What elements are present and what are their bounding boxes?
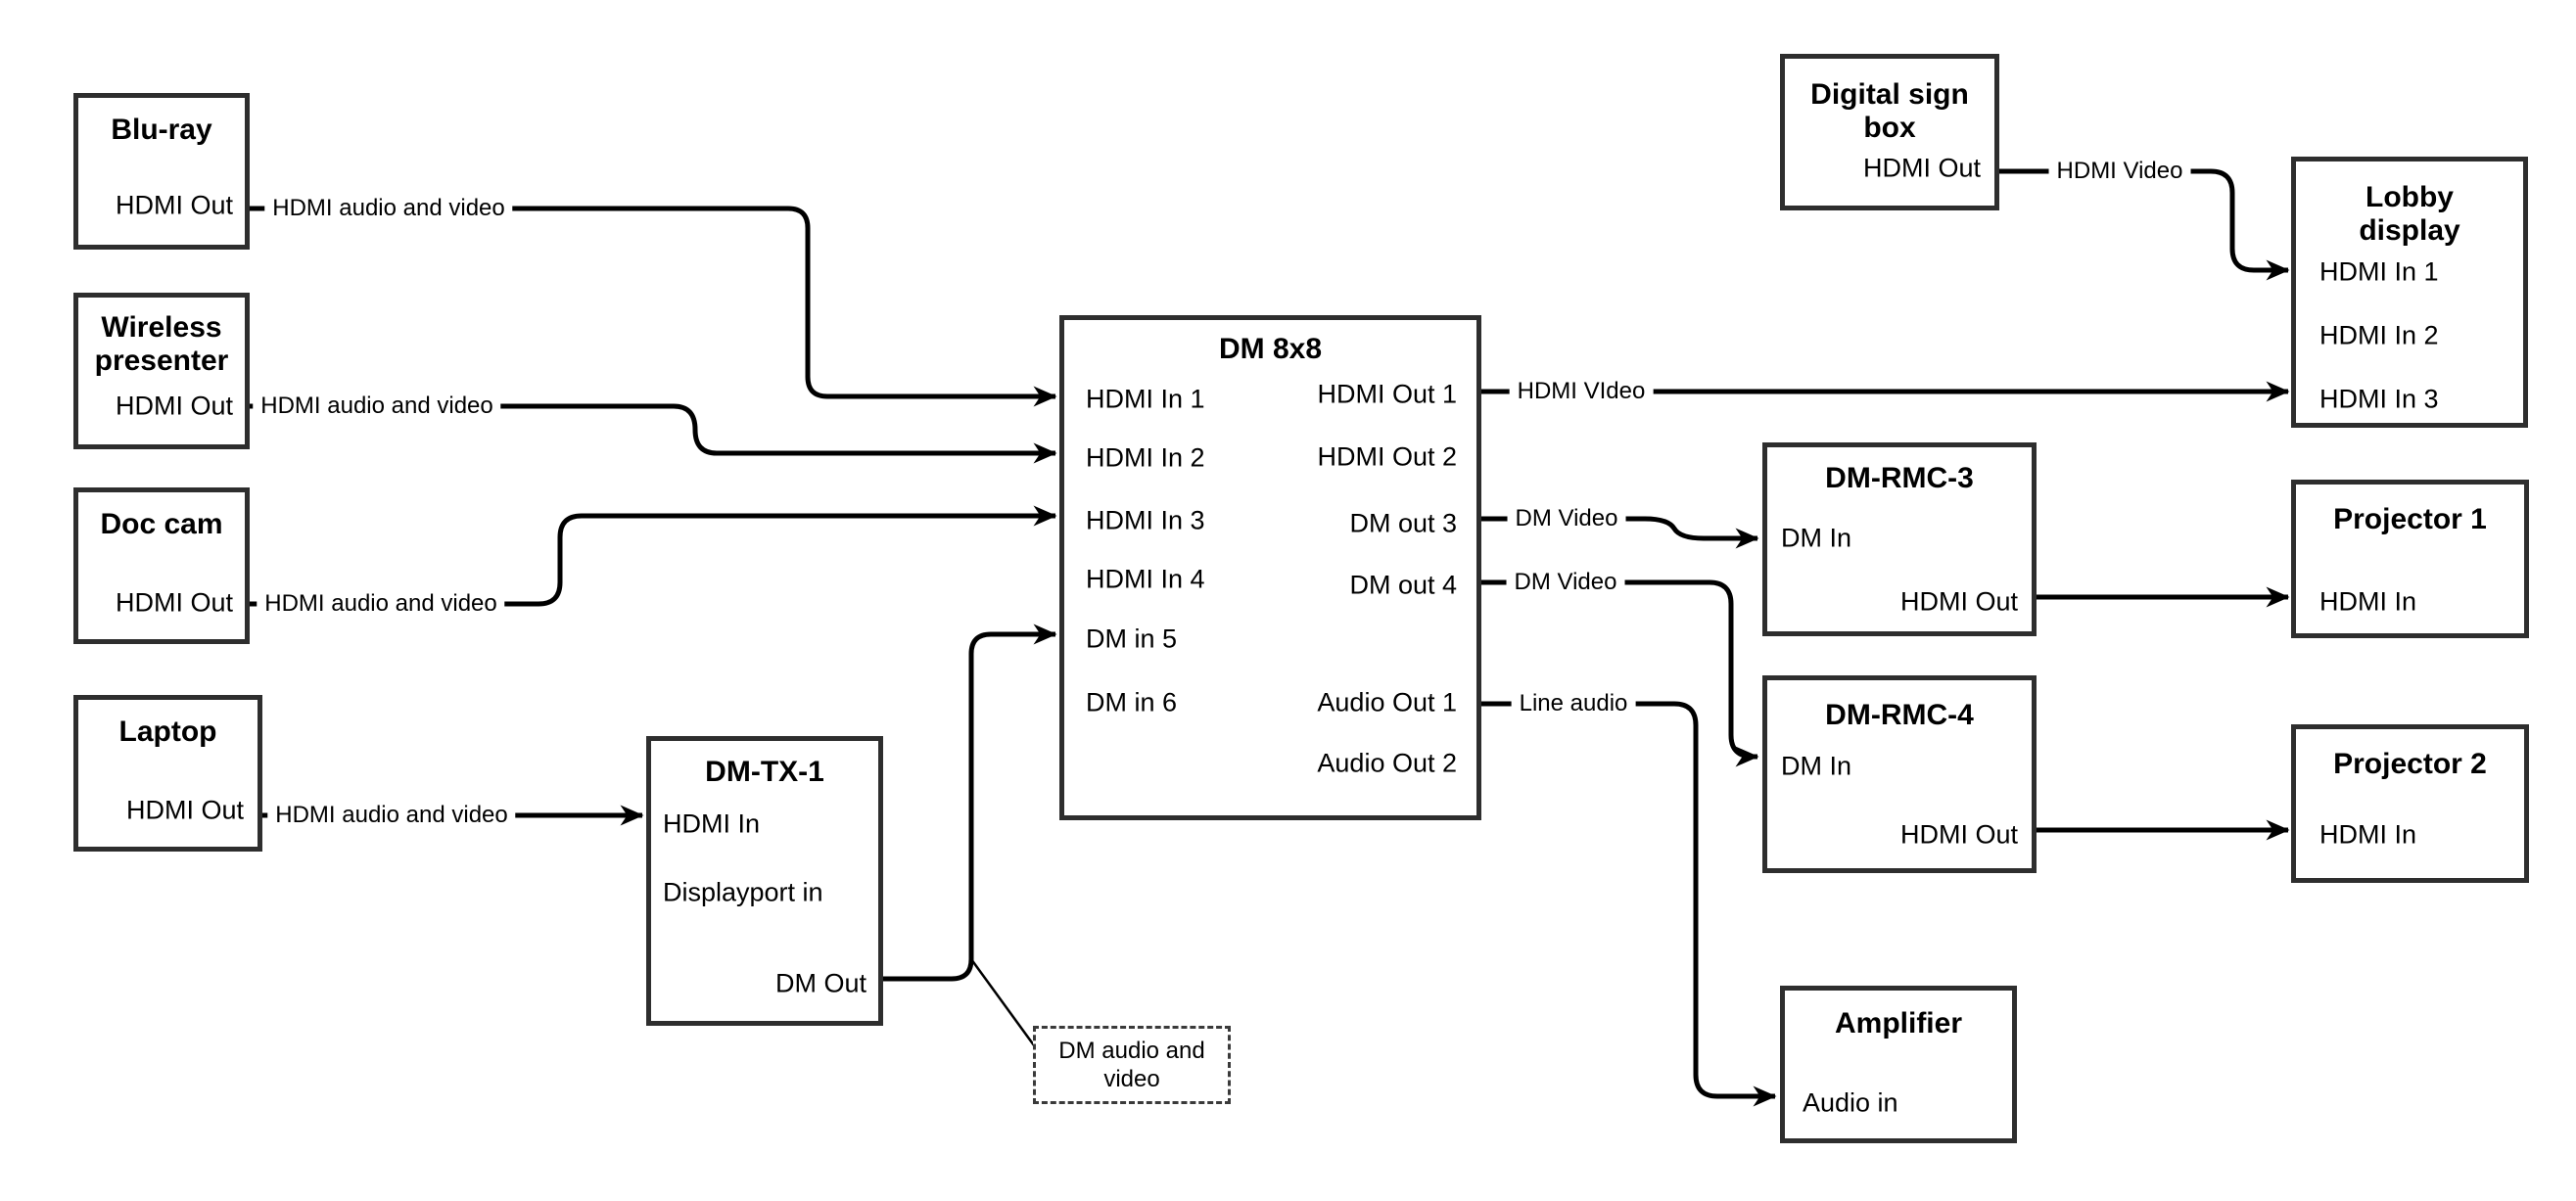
- port-hdmi-out: HDMI Out: [115, 190, 233, 220]
- port-hdmi-in-1: HDMI In 1: [1086, 384, 1205, 414]
- port-hdmi-out: HDMI Out: [125, 795, 244, 825]
- node-doc-cam: Doc cam HDMI Out: [73, 487, 250, 644]
- port-hdmi-in-1: HDMI In 1: [2319, 256, 2439, 287]
- edge-label-hdmi-audio-video-4: HDMI audio and video: [267, 801, 516, 830]
- node-projector-2: Projector 2 HDMI In: [2291, 724, 2529, 883]
- node-title: Wireless presenter: [94, 311, 229, 377]
- node-title: Doc cam: [100, 508, 223, 540]
- port-dm-in: DM In: [1781, 523, 1852, 553]
- node-wireless-presenter: Wireless presenter HDMI Out: [73, 293, 250, 449]
- port-hdmi-out-2: HDMI Out 2: [1317, 441, 1457, 472]
- port-dm-out-4: DM out 4: [1349, 570, 1457, 600]
- edge-label-hdmi-audio-video-2: HDMI audio and video: [253, 392, 501, 421]
- node-title: DM-RMC-3: [1825, 462, 1974, 494]
- port-hdmi-in-3: HDMI In 3: [2319, 384, 2439, 414]
- wire-dmtx1-to-dm8x8-in5: [883, 624, 1057, 982]
- node-amplifier: Amplifier Audio in: [1780, 986, 2017, 1143]
- node-title: DM-TX-1: [705, 756, 824, 788]
- node-title: Amplifier: [1834, 1007, 1963, 1039]
- node-title: Lobby display: [2359, 181, 2460, 247]
- port-audio-in: Audio in: [1803, 1087, 1898, 1118]
- edge-label-dm-video-out4: DM Video: [1506, 568, 1625, 597]
- port-hdmi-out: HDMI Out: [1899, 819, 2018, 850]
- port-audio-out-1: Audio Out 1: [1317, 687, 1457, 717]
- node-title: Blu-ray: [111, 114, 212, 146]
- node-bluray: Blu-ray HDMI Out: [73, 93, 250, 250]
- edge-label-dm-video-out3: DM Video: [1507, 504, 1626, 533]
- callout-leader-line: [969, 958, 1036, 1046]
- port-dm-in-6: DM in 6: [1086, 687, 1178, 717]
- callout-dm-audio-and-video: DM audio and video: [1033, 1026, 1231, 1104]
- port-hdmi-in-4: HDMI In 4: [1086, 564, 1205, 594]
- port-hdmi-out: HDMI Out: [115, 587, 233, 618]
- node-title: Projector 2: [2333, 748, 2487, 780]
- port-dm-in: DM In: [1781, 751, 1852, 781]
- port-hdmi-in-2: HDMI In 2: [2319, 320, 2439, 350]
- node-title: Projector 1: [2333, 503, 2487, 535]
- port-hdmi-in: HDMI In: [663, 808, 761, 839]
- edge-label-hdmi-audio-video-1: HDMI audio and video: [264, 194, 513, 223]
- edge-label-hdmi-video-sign: HDMI Video: [2048, 157, 2191, 186]
- node-laptop: Laptop HDMI Out: [73, 695, 262, 852]
- edge-label-hdmi-video-out1: HDMI VIdeo: [1509, 377, 1654, 406]
- node-dm-8x8: DM 8x8 HDMI In 1 HDMI In 2 HDMI In 3 HDM…: [1059, 315, 1481, 820]
- wire-dm8x8-audio1-to-amp: [1481, 701, 1777, 1107]
- port-displayport-in: Displayport in: [663, 877, 823, 907]
- port-dm-out-3: DM out 3: [1349, 508, 1457, 538]
- node-title: DM 8x8: [1218, 333, 1323, 365]
- node-dm-rmc-4: DM-RMC-4 DM In HDMI Out: [1762, 675, 2037, 873]
- port-audio-out-2: Audio Out 2: [1317, 748, 1457, 778]
- node-projector-1: Projector 1 HDMI In: [2291, 480, 2529, 638]
- node-lobby-display: Lobby display HDMI In 1 HDMI In 2 HDMI I…: [2291, 157, 2528, 428]
- port-hdmi-out: HDMI Out: [1862, 153, 1981, 183]
- wire-digitalsign-to-lobby-in1: [1999, 168, 2290, 281]
- port-hdmi-in-3: HDMI In 3: [1086, 505, 1205, 535]
- port-hdmi-in: HDMI In: [2319, 586, 2417, 617]
- node-title: DM-RMC-4: [1825, 699, 1974, 731]
- port-hdmi-in-2: HDMI In 2: [1086, 442, 1205, 473]
- port-hdmi-out: HDMI Out: [115, 391, 233, 421]
- port-hdmi-out: HDMI Out: [1899, 586, 2018, 617]
- port-dm-out: DM Out: [774, 968, 866, 998]
- wire-dm8x8-out4-to-rmc4: [1481, 579, 1759, 767]
- node-title: Laptop: [118, 716, 217, 748]
- edge-label-hdmi-audio-video-3: HDMI audio and video: [257, 589, 505, 619]
- node-title: Digital sign box: [1810, 78, 1969, 144]
- node-dm-tx-1: DM-TX-1 HDMI In Displayport in DM Out: [646, 736, 883, 1026]
- edge-label-line-audio: Line audio: [1511, 689, 1636, 718]
- port-hdmi-in: HDMI In: [2319, 819, 2417, 850]
- node-digital-sign-box: Digital sign box HDMI Out: [1780, 54, 1999, 210]
- node-dm-rmc-3: DM-RMC-3 DM In HDMI Out: [1762, 442, 2037, 636]
- wire-bluray-to-dm8x8-in1: [250, 206, 1057, 407]
- port-hdmi-out-1: HDMI Out 1: [1317, 379, 1457, 409]
- port-dm-in-5: DM in 5: [1086, 624, 1178, 654]
